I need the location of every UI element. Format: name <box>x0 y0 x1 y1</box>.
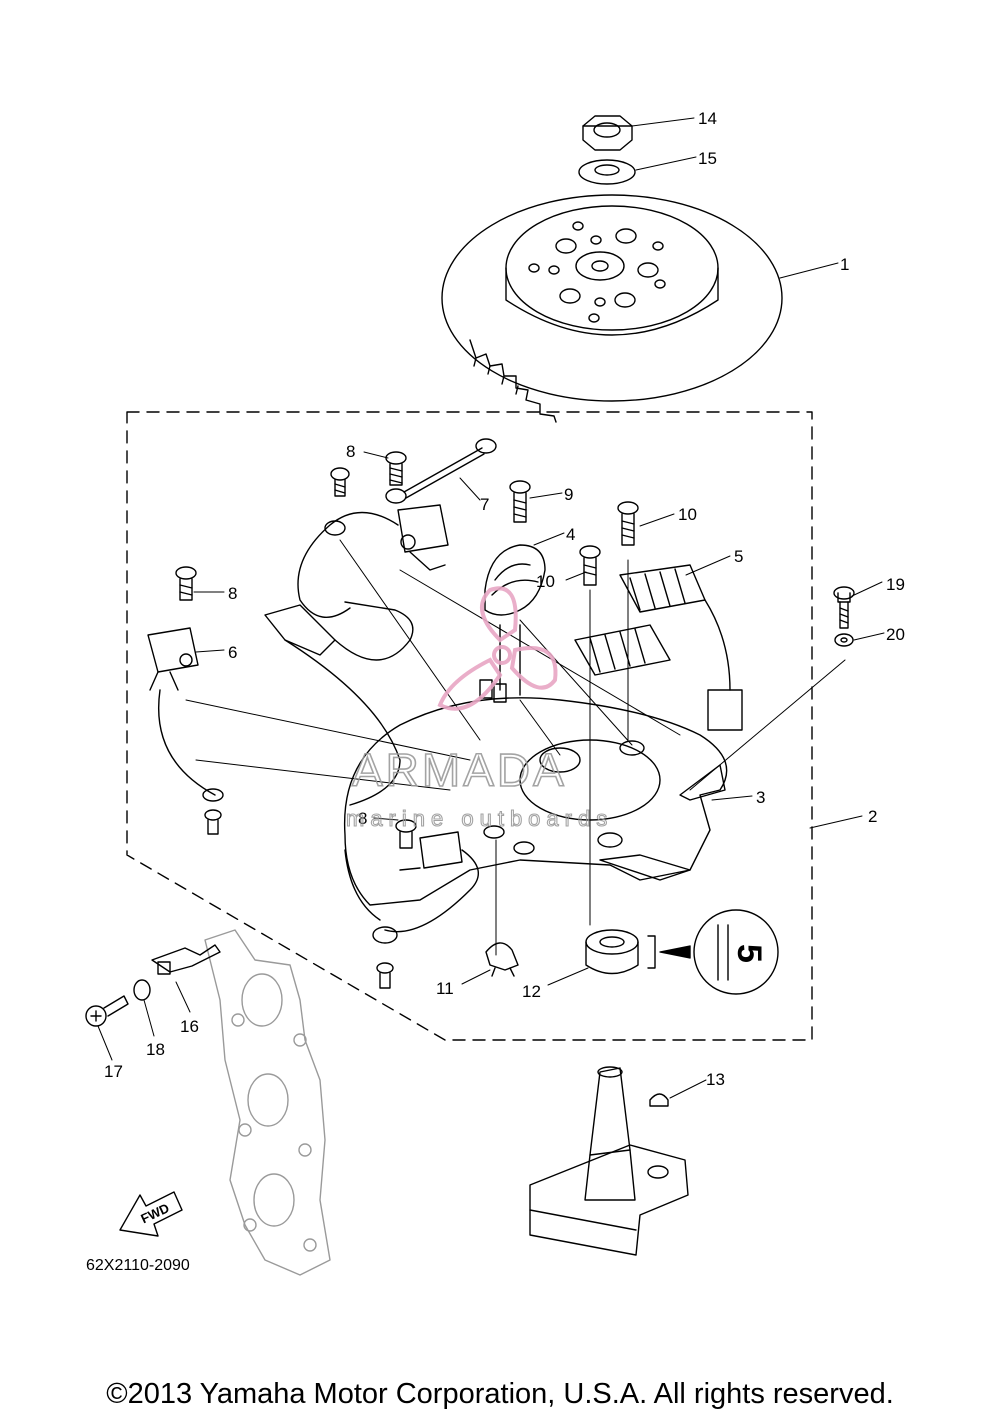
label-17: 17 <box>104 1062 123 1081</box>
label-15: 15 <box>698 149 717 168</box>
label-4: 4 <box>566 525 575 544</box>
inset-detail <box>693 909 779 995</box>
label-12: 12 <box>522 982 541 1001</box>
label-2: 2 <box>868 807 877 826</box>
washer-18 <box>133 979 151 1001</box>
diagram-code: 62X2110-2090 <box>86 1257 190 1274</box>
pulser-coil-upper <box>297 504 449 618</box>
fwd-label: FWD <box>138 1200 171 1226</box>
clamp <box>485 942 519 977</box>
flywheel-nut <box>582 115 633 151</box>
label-9: 9 <box>564 485 573 504</box>
screw-center-bottom <box>376 962 394 989</box>
watermark-tagline: marine outboards <box>346 806 613 831</box>
label-19: 19 <box>886 575 905 594</box>
screw-8-upper <box>385 451 407 486</box>
label-11: 11 <box>436 979 454 998</box>
leader-lines <box>97 117 885 1099</box>
screw-8-small <box>330 467 350 497</box>
woodruff-key <box>649 1093 669 1107</box>
label-8-left: 8 <box>228 584 237 603</box>
pulser-coil <box>147 627 224 802</box>
screw-17 <box>85 995 129 1027</box>
cylinder-block <box>204 929 331 1276</box>
ground-lead <box>385 438 497 504</box>
pulser-coil-lower <box>344 831 479 944</box>
label-6: 6 <box>228 643 237 662</box>
label-8-bottom: 8 <box>358 809 367 828</box>
copyright-notice: ©2013 Yamaha Motor Corporation, U.S.A. A… <box>106 1378 894 1410</box>
screw-8-left <box>175 566 197 601</box>
oil-seal <box>585 929 639 975</box>
label-3: 3 <box>756 788 765 807</box>
label-5: 5 <box>734 547 743 566</box>
screw-10-upper <box>617 501 639 546</box>
lead-bracket <box>151 944 221 975</box>
part-labels: 14 15 1 2 3 4 5 6 7 8 8 8 9 10 10 11 12 … <box>104 109 905 1089</box>
crankshaft <box>529 1066 689 1256</box>
flywheel-washer <box>578 159 636 185</box>
watermark-brand: ARMADA <box>352 744 567 796</box>
screw-9 <box>509 480 531 523</box>
inset-pointer <box>659 945 691 959</box>
armada-watermark: ARMADA marine outboards <box>345 586 613 832</box>
label-18: 18 <box>146 1040 165 1059</box>
propeller-logo <box>437 586 558 711</box>
label-16: 16 <box>180 1017 199 1036</box>
stator-assembly-boundary <box>126 411 813 1041</box>
inset-symbol: 5 <box>730 944 768 963</box>
charge-coil <box>574 564 743 731</box>
label-14: 14 <box>698 109 717 128</box>
screw-left-bottom <box>204 809 222 835</box>
flywheel <box>441 194 783 423</box>
label-10-top: 10 <box>678 505 697 524</box>
screw-8-lower <box>395 819 417 849</box>
label-13: 13 <box>706 1070 725 1089</box>
bolt-19 <box>833 586 855 629</box>
label-7: 7 <box>480 495 489 514</box>
label-8-top: 8 <box>346 442 355 461</box>
inset-bracket <box>647 935 656 969</box>
label-1: 1 <box>840 255 849 274</box>
label-20: 20 <box>886 625 905 644</box>
label-10-bottom: 10 <box>536 572 555 591</box>
screw-10-lower <box>579 545 601 586</box>
fwd-arrow <box>119 1191 183 1237</box>
lighting-coil <box>479 544 546 703</box>
washer-20 <box>834 633 854 647</box>
